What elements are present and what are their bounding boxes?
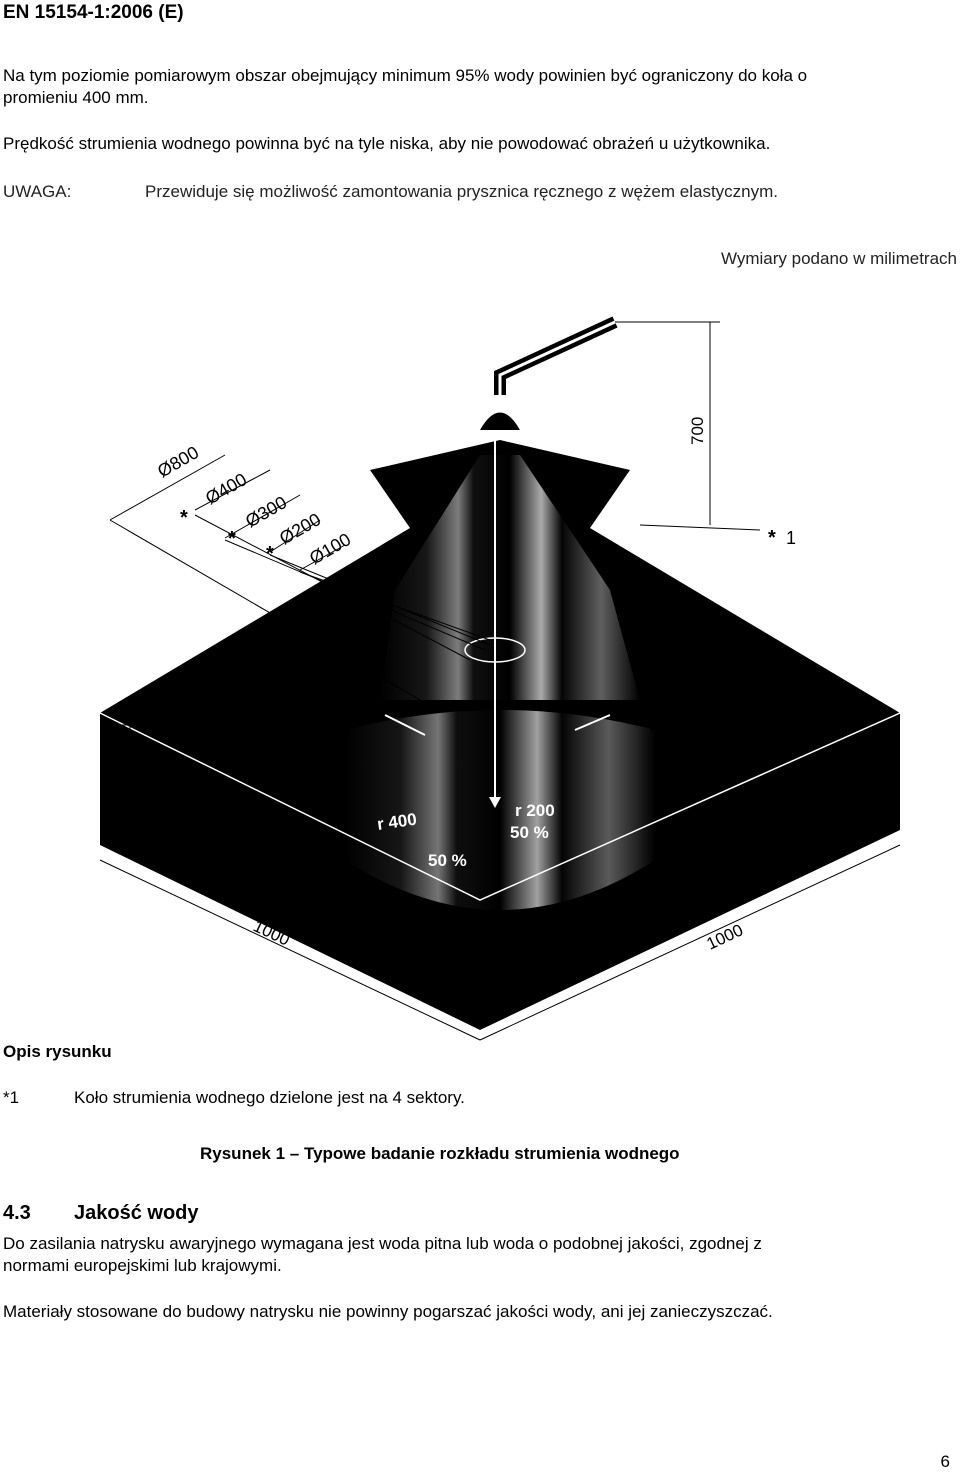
shower-head [480,412,520,430]
label-pct-inner: 50 % [510,823,549,842]
shower-test-diagram: 700 * 1 Ø800 Ø400 Ø300 Ø200 Ø100 * * * 5… [99,316,901,1041]
star-d400: * [180,507,188,529]
section-title: Jakość wody [74,1202,199,1224]
dim-d400: Ø400 [202,469,250,508]
section-paragraph-line-1: Do zasilania natrysku awaryjnego wymagan… [3,1234,762,1253]
section-number: 4.3 [3,1202,31,1224]
units-note: Wymiary podano w milimetrach [720,249,957,268]
section-paragraph-line-2: normami europejskimi lub krajowymi. [3,1256,282,1275]
star-d300: * [228,528,236,550]
box-top-edge [99,712,901,901]
label-r200: r 200 [515,801,555,820]
note-text: Przewiduje się możliwość zamontowania pr… [145,182,779,201]
dim-d100: Ø100 [306,529,354,568]
left-bracket [384,714,426,736]
spray-cone [380,455,640,700]
dim-d800: Ø800 [154,442,202,481]
intro-paragraph-2: Prędkość strumienia wodnego powinna być … [3,134,771,153]
note-label: UWAGA: [3,182,72,201]
ref-1: 1 [786,528,796,548]
section-paragraph-2: Materiały stosowane do budowy natrysku n… [3,1302,773,1321]
legend-text: Koło strumienia wodnego dzielone jest na… [74,1088,465,1107]
shower-pipe [494,316,618,395]
intro-paragraph-line-1: Na tym poziomie pomiarowym obszar obejmu… [3,66,808,85]
dim-d300: Ø300 [242,492,290,531]
ref-star: * [768,527,776,549]
cylinder-body [345,710,655,910]
page-number: 6 [940,1452,950,1471]
right-bracket [574,714,611,731]
dim-1000-right: 1000 [704,920,746,953]
dim-d200: Ø200 [276,509,324,548]
dim-700: 700 [688,417,707,445]
legend-heading: Opis rysunku [3,1042,112,1061]
dim-500: 500 [103,772,122,800]
figure-caption: Rysunek 1 – Typowe badanie rozkładu stru… [200,1144,680,1163]
axis-arrow [489,797,501,808]
intro-paragraph-line-2: promieniu 400 mm. [3,88,149,107]
document-id: EN 15154-1:2006 (E) [3,2,184,23]
star-d200: * [266,543,274,565]
label-pct-outer: 50 % [428,851,467,870]
legend-key: *1 [3,1088,20,1107]
inner-ring [464,637,526,663]
